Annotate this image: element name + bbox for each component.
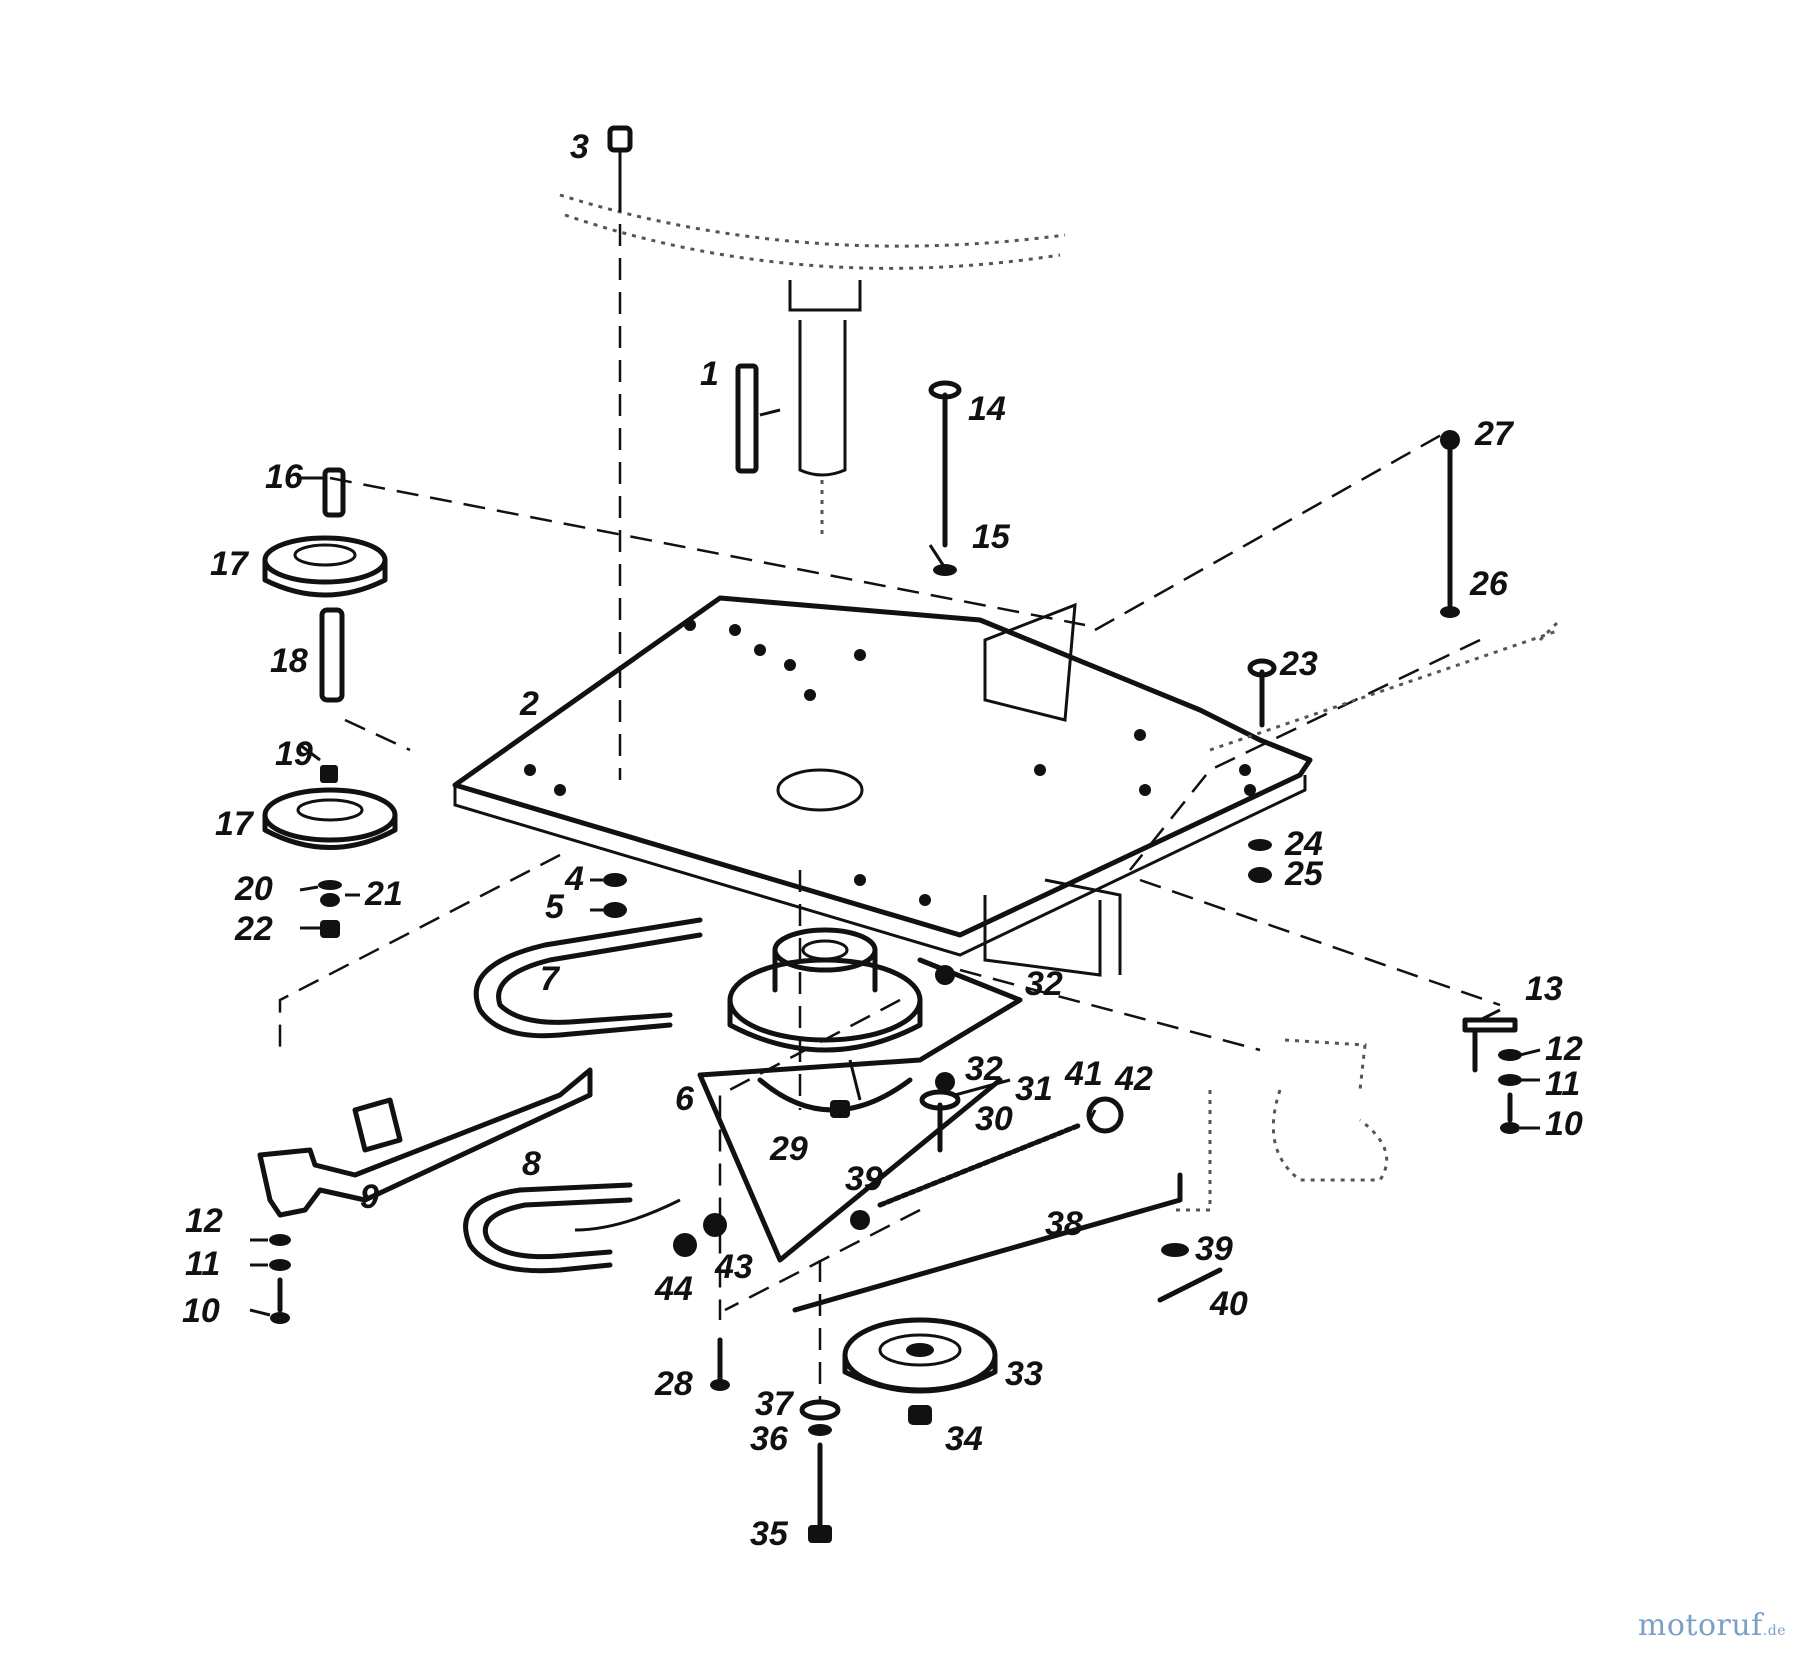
- callout-23: 23: [1279, 645, 1318, 683]
- callout-19: 19: [275, 735, 313, 773]
- callout-43: 43: [714, 1248, 753, 1286]
- spacer-sleeve-long: [319, 607, 345, 703]
- callout-10-left: 10: [182, 1292, 220, 1330]
- callout-39: 39: [845, 1160, 883, 1198]
- callout-17-lower: 17: [215, 805, 255, 843]
- control-rod: [792, 1172, 1183, 1313]
- mower-deck-outline: [559, 193, 1066, 540]
- callout-25: 25: [1284, 855, 1324, 893]
- callout-10-right: 10: [1545, 1105, 1583, 1143]
- callout-3: 3: [570, 128, 589, 166]
- callout-21: 21: [364, 875, 403, 913]
- drive-pulley-assembly: [697, 927, 1023, 1263]
- callout-40: 40: [1209, 1285, 1248, 1323]
- callout-41: 41: [1064, 1055, 1103, 1093]
- callout-38: 38: [1045, 1205, 1083, 1243]
- callout-7: 7: [540, 960, 561, 998]
- callout-2: 2: [519, 685, 539, 723]
- callout-5: 5: [545, 888, 565, 926]
- callout-28: 28: [654, 1365, 693, 1403]
- callout-30: 30: [975, 1100, 1013, 1138]
- callout-1: 1: [700, 355, 719, 393]
- callout-24: 24: [1284, 825, 1323, 863]
- callout-32: 32: [1025, 965, 1063, 1003]
- callout-37: 37: [755, 1385, 795, 1423]
- watermark-brand: motoruf: [1637, 1608, 1763, 1643]
- chassis-ghost: [1170, 618, 1562, 1212]
- callout-17: 17: [210, 545, 250, 583]
- callout-18: 18: [270, 642, 308, 680]
- callout-4: 4: [564, 860, 584, 898]
- callout-33: 33: [1005, 1355, 1043, 1393]
- callout-35: 35: [750, 1515, 789, 1553]
- idler-pulley-stack: [262, 467, 398, 938]
- hardware: [269, 125, 1522, 1543]
- callout-11-right: 11: [1545, 1065, 1580, 1103]
- callout-12-right: 12: [1545, 1030, 1583, 1068]
- callout-11-left: 11: [185, 1245, 220, 1283]
- callout-14: 14: [968, 390, 1006, 428]
- callout-32-lower: 32: [965, 1050, 1003, 1088]
- callout-34: 34: [945, 1420, 983, 1458]
- callout-29: 29: [769, 1130, 808, 1168]
- callout-27: 27: [1474, 415, 1515, 453]
- mounting-plate: [452, 595, 1313, 977]
- callout-6: 6: [675, 1080, 695, 1118]
- callout-12-left: 12: [185, 1202, 223, 1240]
- leader-lines: [249, 408, 1541, 1317]
- assembly-guide-lines: [278, 190, 1501, 1400]
- callout-44: 44: [654, 1270, 693, 1308]
- lever-arm: [257, 1067, 593, 1218]
- callout-26: 26: [1469, 565, 1509, 603]
- idler-pulley: [842, 1317, 998, 1394]
- callout-13: 13: [1525, 970, 1563, 1008]
- tension-spring: [877, 1122, 1083, 1208]
- callout-20: 20: [234, 870, 273, 908]
- callout-42: 42: [1114, 1060, 1153, 1098]
- callout-16: 16: [265, 458, 304, 496]
- watermark-logo: motoruf.de: [1638, 1608, 1786, 1643]
- v-belts: [463, 917, 703, 1274]
- callout-39-right: 39: [1195, 1230, 1233, 1268]
- spacer-sleeve-upper: [322, 467, 346, 518]
- plate-holes: [524, 619, 1256, 906]
- bushing: [320, 765, 338, 783]
- callout-9: 9: [360, 1178, 379, 1216]
- callout-22: 22: [234, 910, 273, 948]
- callout-15: 15: [972, 518, 1011, 556]
- part-callouts: 3 1 14 27 16 17 15 26 18 23 2 19 17 24 2…: [182, 128, 1583, 1553]
- callout-8: 8: [522, 1145, 541, 1183]
- callout-36: 36: [750, 1420, 789, 1458]
- callout-31: 31: [1015, 1070, 1053, 1108]
- watermark-tld: .de: [1762, 1623, 1786, 1639]
